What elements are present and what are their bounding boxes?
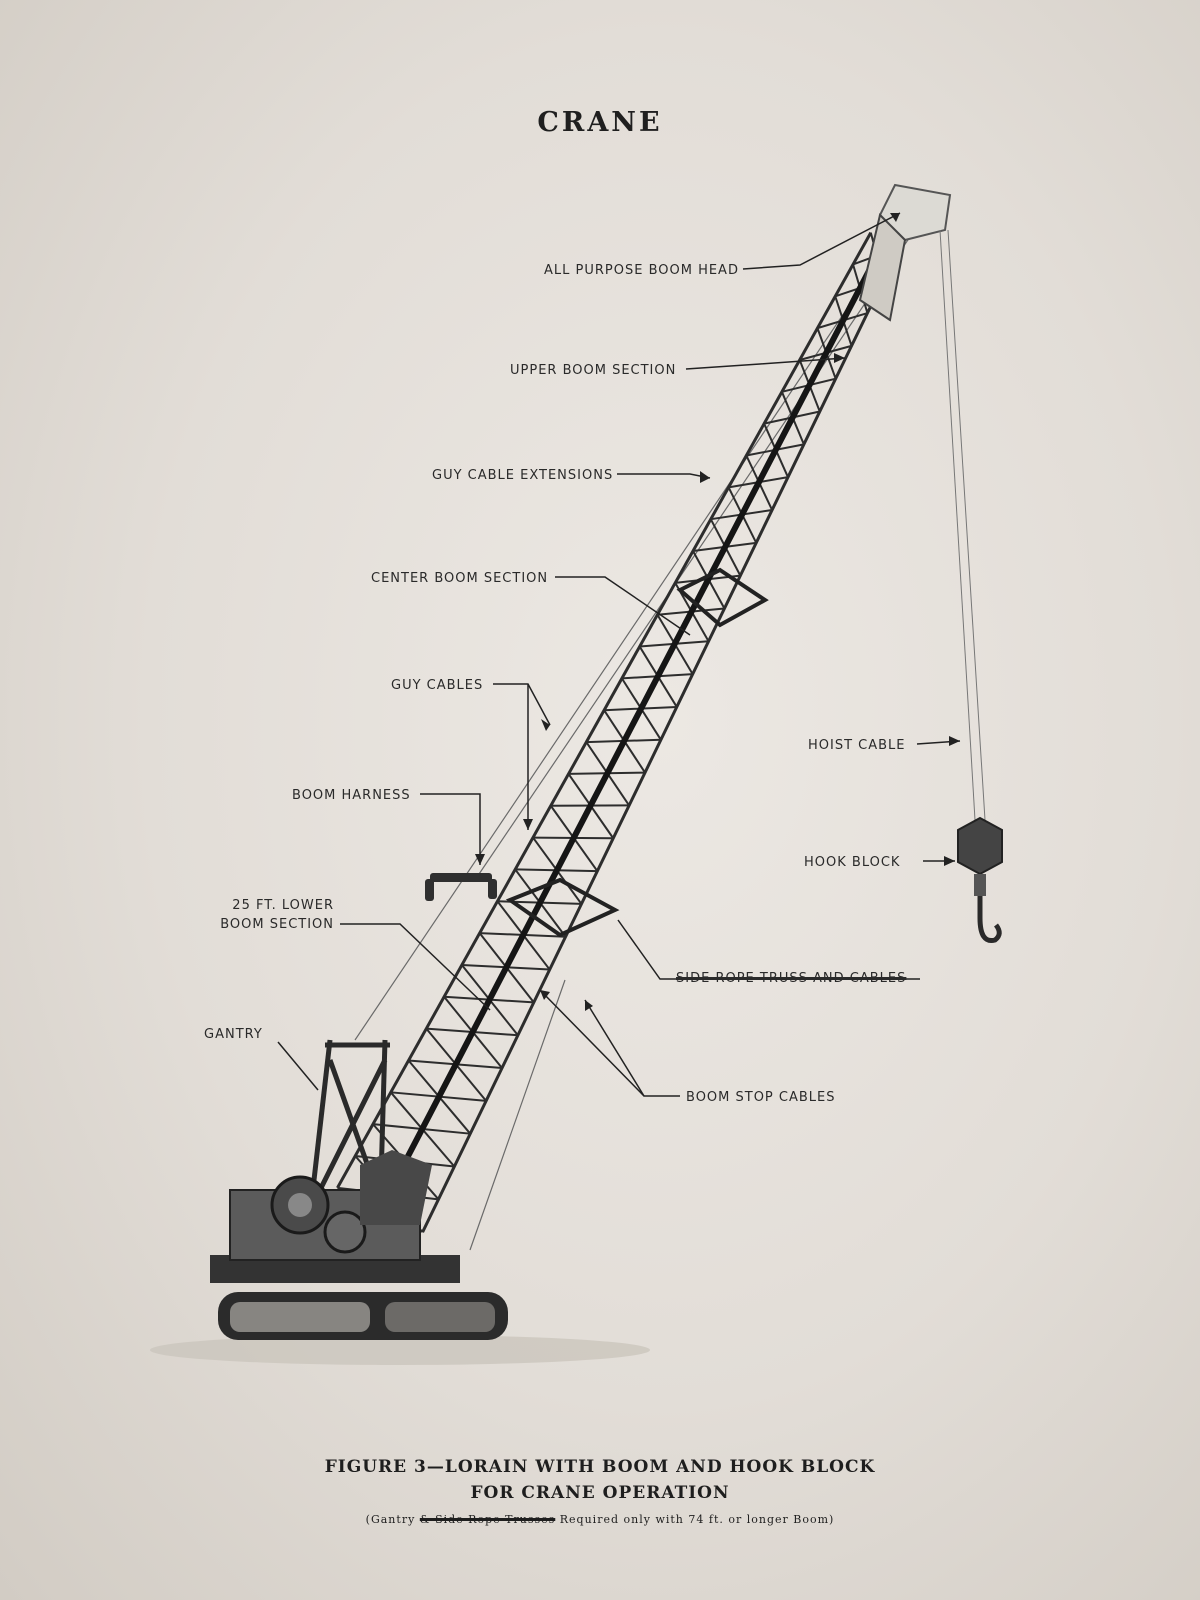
label-boom-head: ALL PURPOSE BOOM HEAD: [544, 263, 739, 278]
label-guy-cables: GUY CABLES: [391, 678, 484, 693]
label-center-boom: CENTER BOOM SECTION: [371, 571, 549, 586]
label-lower-boom-line1: 25 FT. LOWER: [232, 898, 334, 913]
caption-line3: (Gantry & Side Rope Trusses Required onl…: [0, 1513, 1200, 1526]
crawler-tracks: [218, 1292, 508, 1340]
ground-shadow: [150, 1335, 650, 1365]
label-lower-boom-line2: BOOM SECTION: [220, 917, 334, 932]
leader-boom-stop-b: [584, 999, 645, 1097]
boom-harness-drawing: [425, 873, 497, 901]
label-hoist-cable: HOIST CABLE: [808, 738, 906, 753]
caption-line1: FIGURE 3—LORAIN WITH BOOM AND HOOK BLOCK: [324, 1457, 876, 1477]
leader-side-rope: [617, 919, 920, 980]
label-guy-cable-extensions: GUY CABLE EXTENSIONS: [432, 468, 614, 483]
label-side-rope-truss: SIDE ROPE TRUSS AND CABLES: [676, 971, 907, 986]
leader-boom-head: [742, 212, 901, 270]
caption-note-struck: & Side Rope Trusses: [419, 1513, 556, 1526]
guy-cables: [354, 214, 919, 1251]
leader-center-boom: [555, 576, 691, 636]
label-upper-boom: UPPER BOOM SECTION: [510, 363, 677, 378]
label-gantry: GANTRY: [204, 1027, 263, 1042]
leader-guy-ext: [617, 473, 711, 479]
caption-note-start: (Gantry: [365, 1513, 420, 1526]
leader-lines: [277, 212, 961, 1097]
leader-lower-boom: [340, 923, 491, 1011]
leader-boom-harness: [420, 793, 481, 865]
side-rope-truss: [505, 567, 769, 938]
boom-center-rail: [377, 238, 888, 1212]
arrowheads: [475, 213, 960, 1011]
leader-gantry: [277, 1041, 319, 1091]
hoist-cable: [939, 229, 986, 821]
leader-upper-boom: [685, 357, 846, 370]
label-hook-block: HOOK BLOCK: [804, 855, 901, 870]
label-boom-stop-cables: BOOM STOP CABLES: [686, 1090, 836, 1105]
boom-lattice: [336, 231, 901, 1233]
label-boom-harness: BOOM HARNESS: [292, 788, 411, 803]
caption-line2: FOR CRANE OPERATION: [470, 1483, 730, 1503]
machine-body: [210, 1150, 460, 1283]
hook-block-drawing: [957, 816, 1003, 944]
page-title: CRANE: [537, 107, 663, 138]
leader-guy-cables-a: [493, 683, 551, 726]
boom-head: [858, 183, 952, 322]
caption-note-end: Required only with 74 ft. or longer Boom…: [555, 1513, 835, 1526]
leader-boom-stop-a: [539, 989, 680, 1097]
